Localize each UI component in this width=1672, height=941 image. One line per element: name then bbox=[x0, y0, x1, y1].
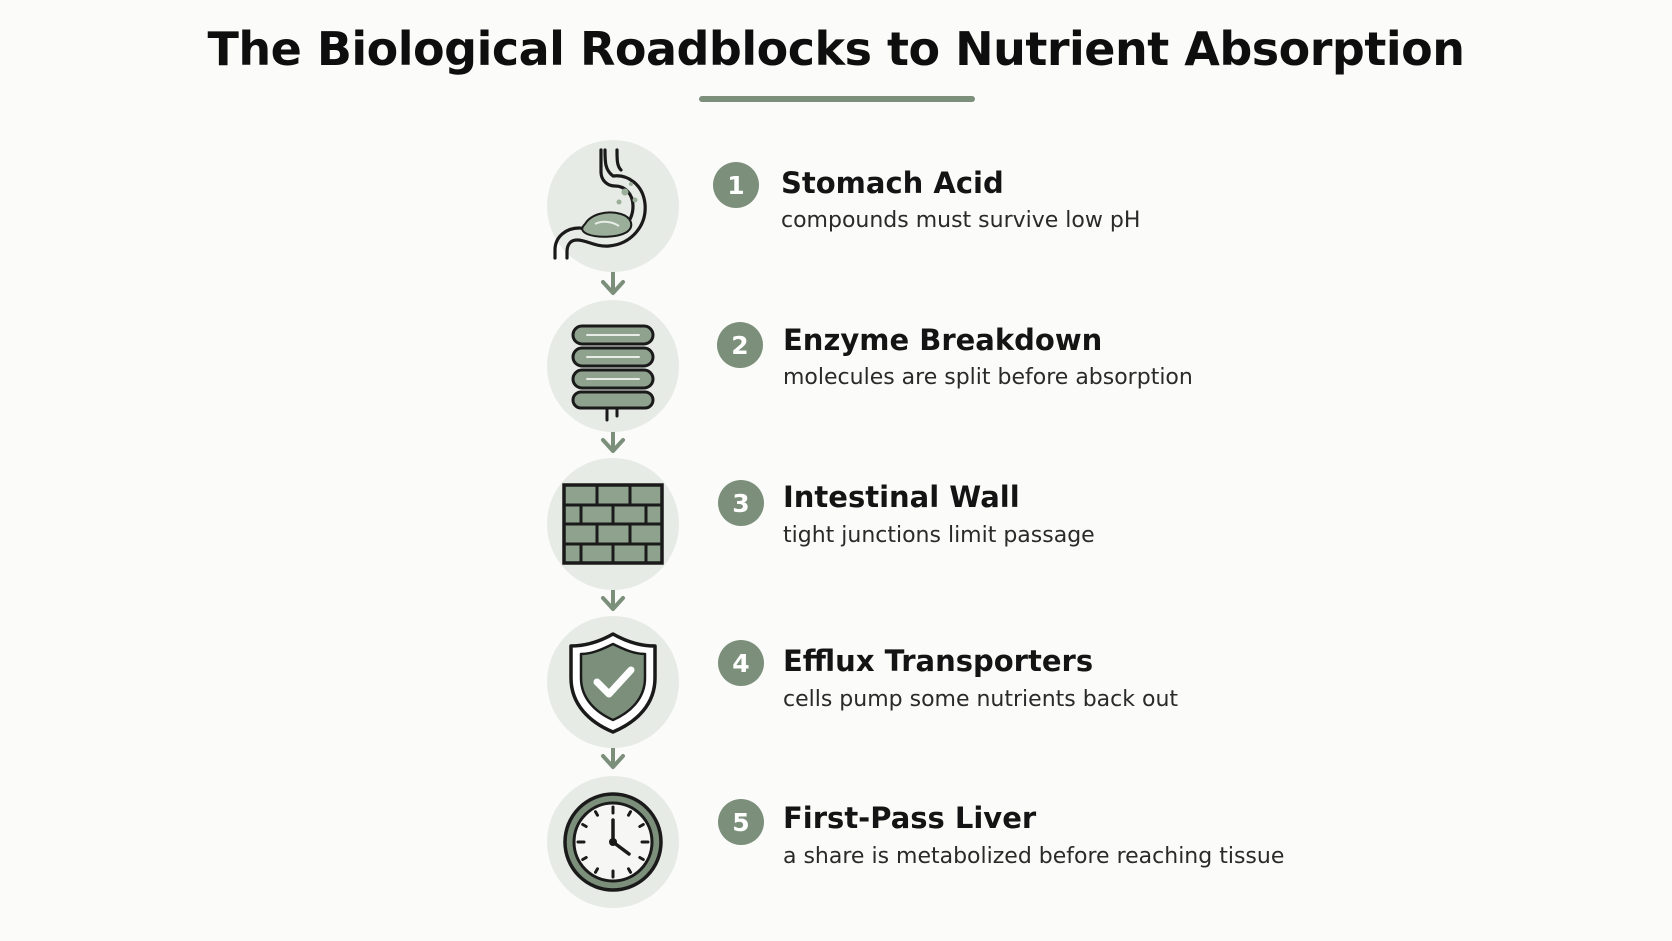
page-title: The Biological Roadblocks to Nutrient Ab… bbox=[207, 22, 1465, 76]
step-description: molecules are split before absorption bbox=[783, 365, 1193, 390]
step-description: a share is metabolized before reaching t… bbox=[783, 844, 1285, 869]
step-title: Intestinal Wall bbox=[783, 480, 1020, 514]
title-underline bbox=[699, 96, 975, 102]
stomach-icon bbox=[547, 140, 679, 272]
step-number-badge: 2 bbox=[717, 322, 763, 368]
intestine-icon bbox=[547, 300, 679, 432]
brick-wall-icon bbox=[547, 458, 679, 590]
step-description: cells pump some nutrients back out bbox=[783, 687, 1179, 712]
step-title: Stomach Acid bbox=[781, 166, 1004, 200]
step-number-badge: 4 bbox=[718, 640, 764, 686]
step-description: tight junctions limit passage bbox=[783, 523, 1095, 548]
step-number-badge: 5 bbox=[718, 799, 764, 845]
step-title: First-Pass Liver bbox=[783, 801, 1037, 835]
shield-check-icon bbox=[547, 616, 679, 748]
step-number-badge: 3 bbox=[718, 480, 764, 526]
step-number-badge: 1 bbox=[713, 162, 759, 208]
step-description: compounds must survive low pH bbox=[781, 208, 1141, 233]
step-title: Efflux Transporters bbox=[783, 644, 1094, 678]
step-title: Enzyme Breakdown bbox=[783, 323, 1103, 357]
clock-icon bbox=[547, 776, 679, 908]
